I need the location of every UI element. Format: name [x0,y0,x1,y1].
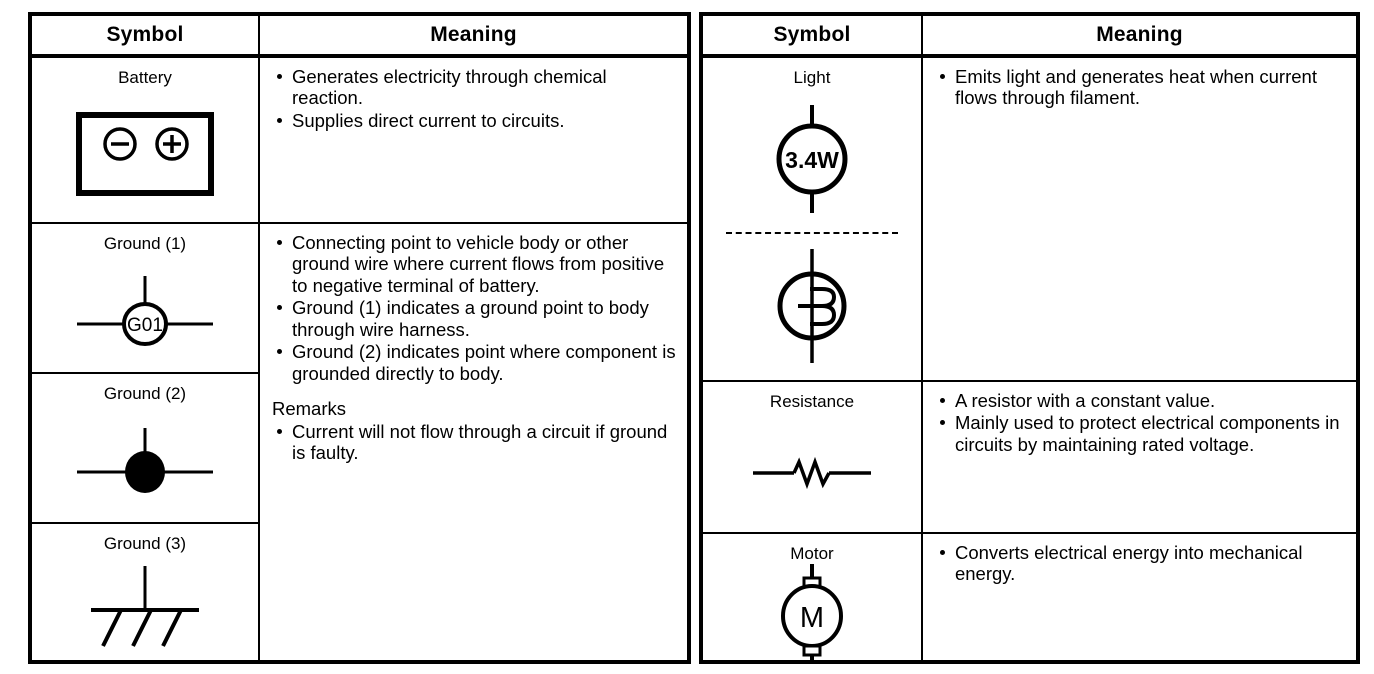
meaning-cell-battery: Generates electricity through chemical r… [260,58,687,222]
table-row-ground-3: Ground (3) [32,522,258,660]
meaning-cell-motor: Converts electrical energy into mechanic… [920,534,1356,660]
table-row-motor: Motor M Converts electrical energy into … [703,534,1356,660]
battery-icon [32,86,258,222]
symbol-cell-light: Light 3.4W [703,58,921,380]
symbol-label-ground-1: Ground (1) [103,234,187,253]
list-item: Connecting point to vehicle body or othe… [272,232,677,296]
header-meaning-left: Meaning [258,16,687,54]
header-symbol-right: Symbol [773,23,851,46]
ground-filled-node-icon [32,402,258,522]
table-row-battery: Battery [32,58,258,222]
filament-lamp-icon [703,234,921,380]
list-item: Current will not flow through a circuit … [272,421,677,464]
table-body-left: Battery Ground (1) [32,58,687,660]
ground-point-icon: G01 [32,252,258,372]
symbol-label-battery: Battery [118,68,172,87]
list-item: Ground (2) indicates point where compone… [272,341,677,384]
table-row-ground-1: Ground (1) G01 [32,222,258,372]
meaning-list-grounds: Connecting point to vehicle body or othe… [272,232,677,384]
list-item: Mainly used to protect electrical compon… [935,412,1346,455]
symbol-label-resistance: Resistance [769,392,855,411]
symbol-cell-motor: Motor M [703,534,921,660]
symbol-table-right: Symbol Meaning Light 3.4W [698,12,1360,664]
remarks-list: Current will not flow through a circuit … [272,421,677,464]
lamp-icon: 3.4W [703,86,921,232]
meaning-list-battery: Generates electricity through chemical r… [272,66,677,131]
symbol-divider-dashed [725,232,898,234]
motor-icon: M [703,562,921,660]
symbol-label-ground-3: Ground (3) [103,534,187,553]
symbol-table-left: Symbol Meaning Battery [28,12,691,664]
header-symbol-left: Symbol [106,23,184,46]
list-item: Ground (1) indicates a ground point to b… [272,297,677,340]
meaning-cell-grounds-merged: Connecting point to vehicle body or othe… [260,222,687,660]
symbol-cell-resistance: Resistance [703,382,921,532]
table-header-row-left: Symbol Meaning [32,16,687,58]
meaning-list-motor: Converts electrical energy into mechanic… [935,542,1346,585]
symbol-text-light-wattage: 3.4W [785,147,839,173]
table-header-row-right: Symbol Meaning [702,16,1356,58]
symbol-column-left: Battery Ground (1) [32,58,258,660]
list-item: A resistor with a constant value. [935,390,1346,411]
resistor-icon [703,410,921,532]
table-row-ground-2: Ground (2) [32,372,258,522]
meaning-cell-resistance: A resistor with a constant value. Mainly… [920,382,1356,532]
list-item: Emits light and generates heat when curr… [935,66,1346,109]
meaning-cell-light: Emits light and generates heat when curr… [920,58,1356,380]
symbol-label-light: Light [793,68,831,87]
chassis-ground-icon [32,552,258,660]
list-item: Supplies direct current to circuits. [272,110,677,131]
meaning-list-resistance: A resistor with a constant value. Mainly… [935,390,1346,455]
meaning-column-left: Generates electricity through chemical r… [258,58,687,660]
symbol-label-ground-2: Ground (2) [103,384,187,403]
symbol-text-motor: M [800,602,824,634]
table-row-light: Light 3.4W [702,58,1356,382]
list-item: Converts electrical energy into mechanic… [935,542,1346,585]
symbol-text-ground-1: G01 [127,315,163,336]
remarks-heading: Remarks [272,398,347,420]
header-meaning-right: Meaning [920,16,1356,54]
list-item: Generates electricity through chemical r… [272,66,677,109]
symbol-label-motor: Motor [790,544,834,563]
meaning-list-light: Emits light and generates heat when curr… [935,66,1346,109]
table-row-resistance: Resistance A resistor with a constant va… [702,382,1356,534]
